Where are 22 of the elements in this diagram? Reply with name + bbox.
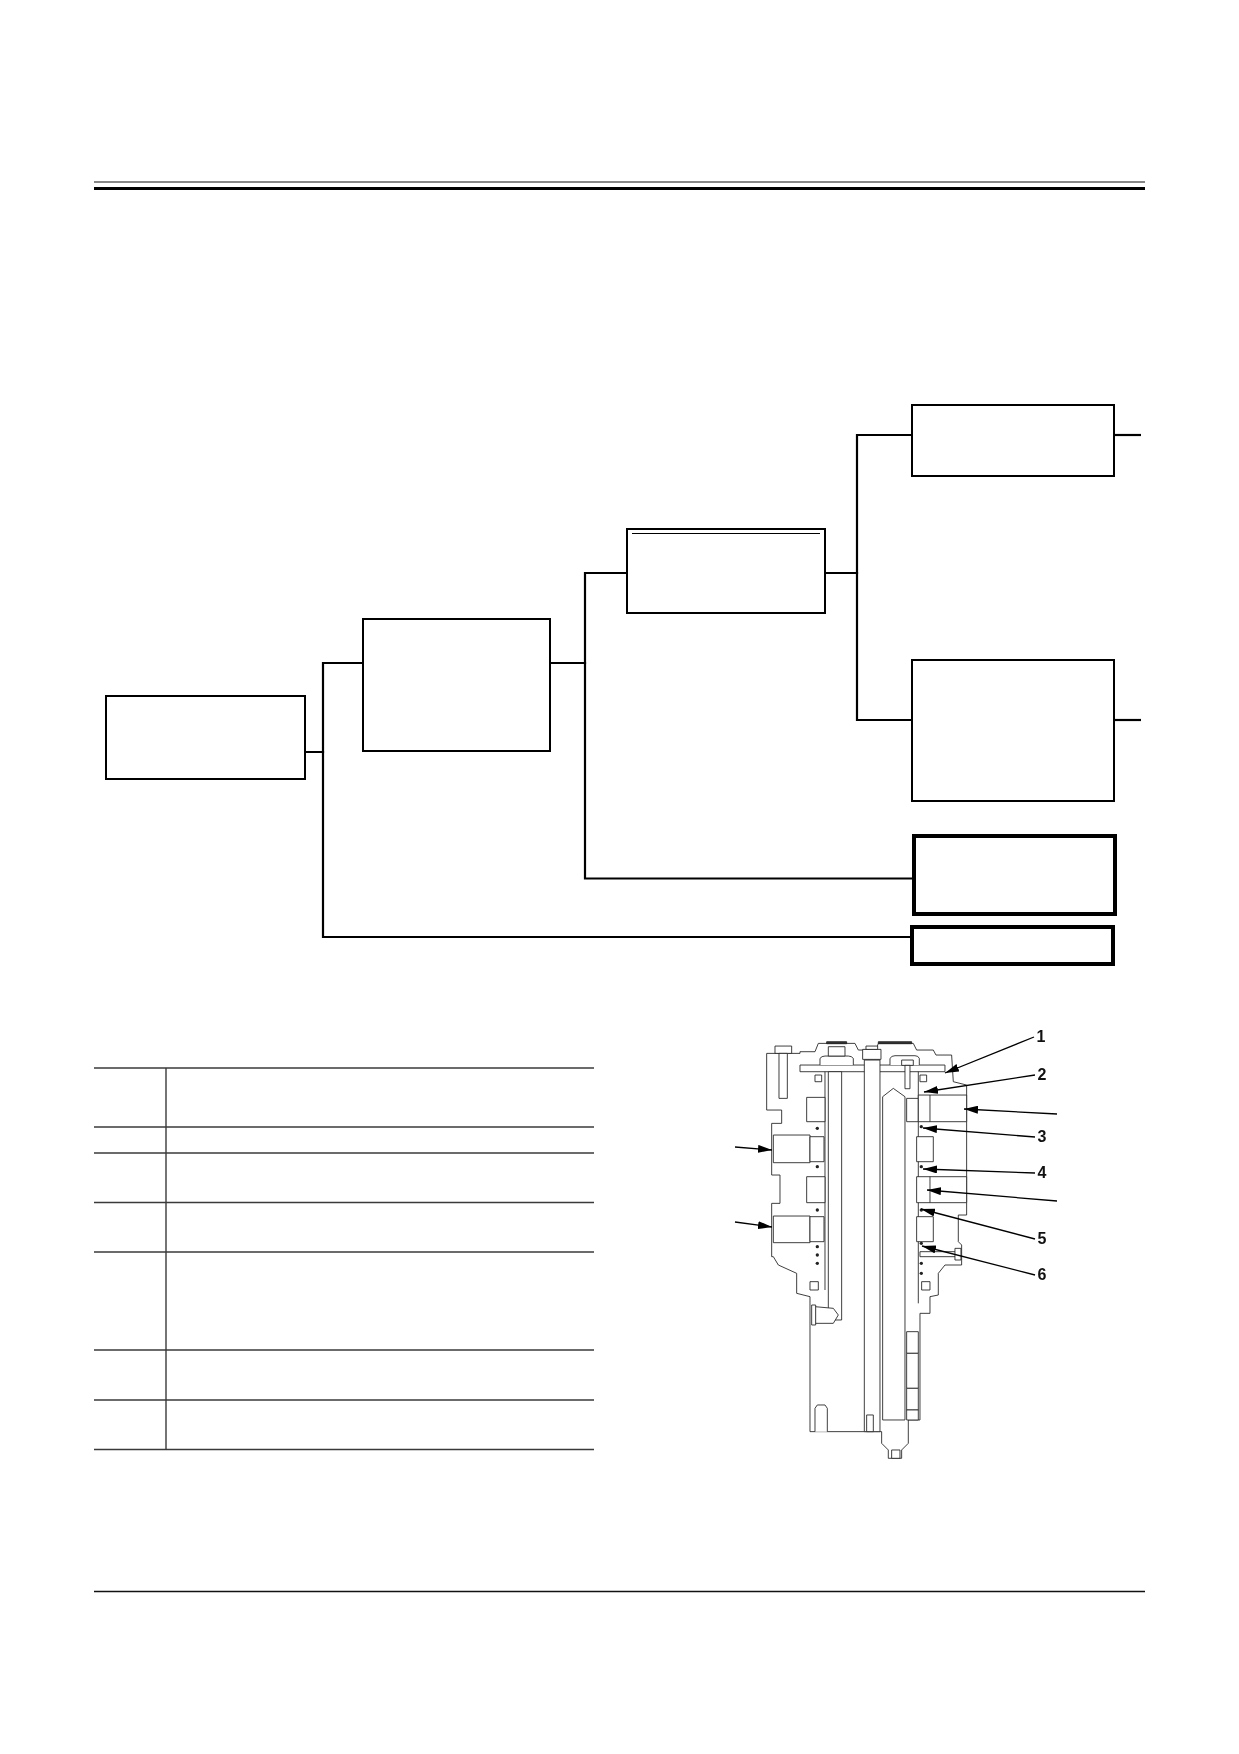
empty-box <box>105 695 306 780</box>
leader-line <box>920 1208 1036 1240</box>
empty-box <box>362 618 551 752</box>
callout-number: 6 <box>1035 1266 1049 1284</box>
leader-line <box>922 1125 1036 1138</box>
leader-line <box>922 1165 1036 1174</box>
connector-line <box>826 571 911 722</box>
empty-box <box>910 925 1115 966</box>
empty-box <box>911 404 1115 477</box>
empty-box <box>912 834 1117 916</box>
callout-number: 5 <box>1035 1230 1049 1248</box>
empty-box <box>911 659 1115 802</box>
callout-number: 4 <box>1035 1164 1049 1182</box>
callout-number: 2 <box>1035 1066 1049 1084</box>
leader-line <box>921 1245 1036 1276</box>
connector-line <box>1115 718 1141 722</box>
empty-box <box>626 528 826 614</box>
leader-line <box>923 1074 1036 1094</box>
leader-line <box>944 1036 1035 1074</box>
connector-line <box>1115 433 1141 437</box>
callout-number: 3 <box>1035 1128 1049 1146</box>
callout-number: 1 <box>1034 1028 1048 1046</box>
